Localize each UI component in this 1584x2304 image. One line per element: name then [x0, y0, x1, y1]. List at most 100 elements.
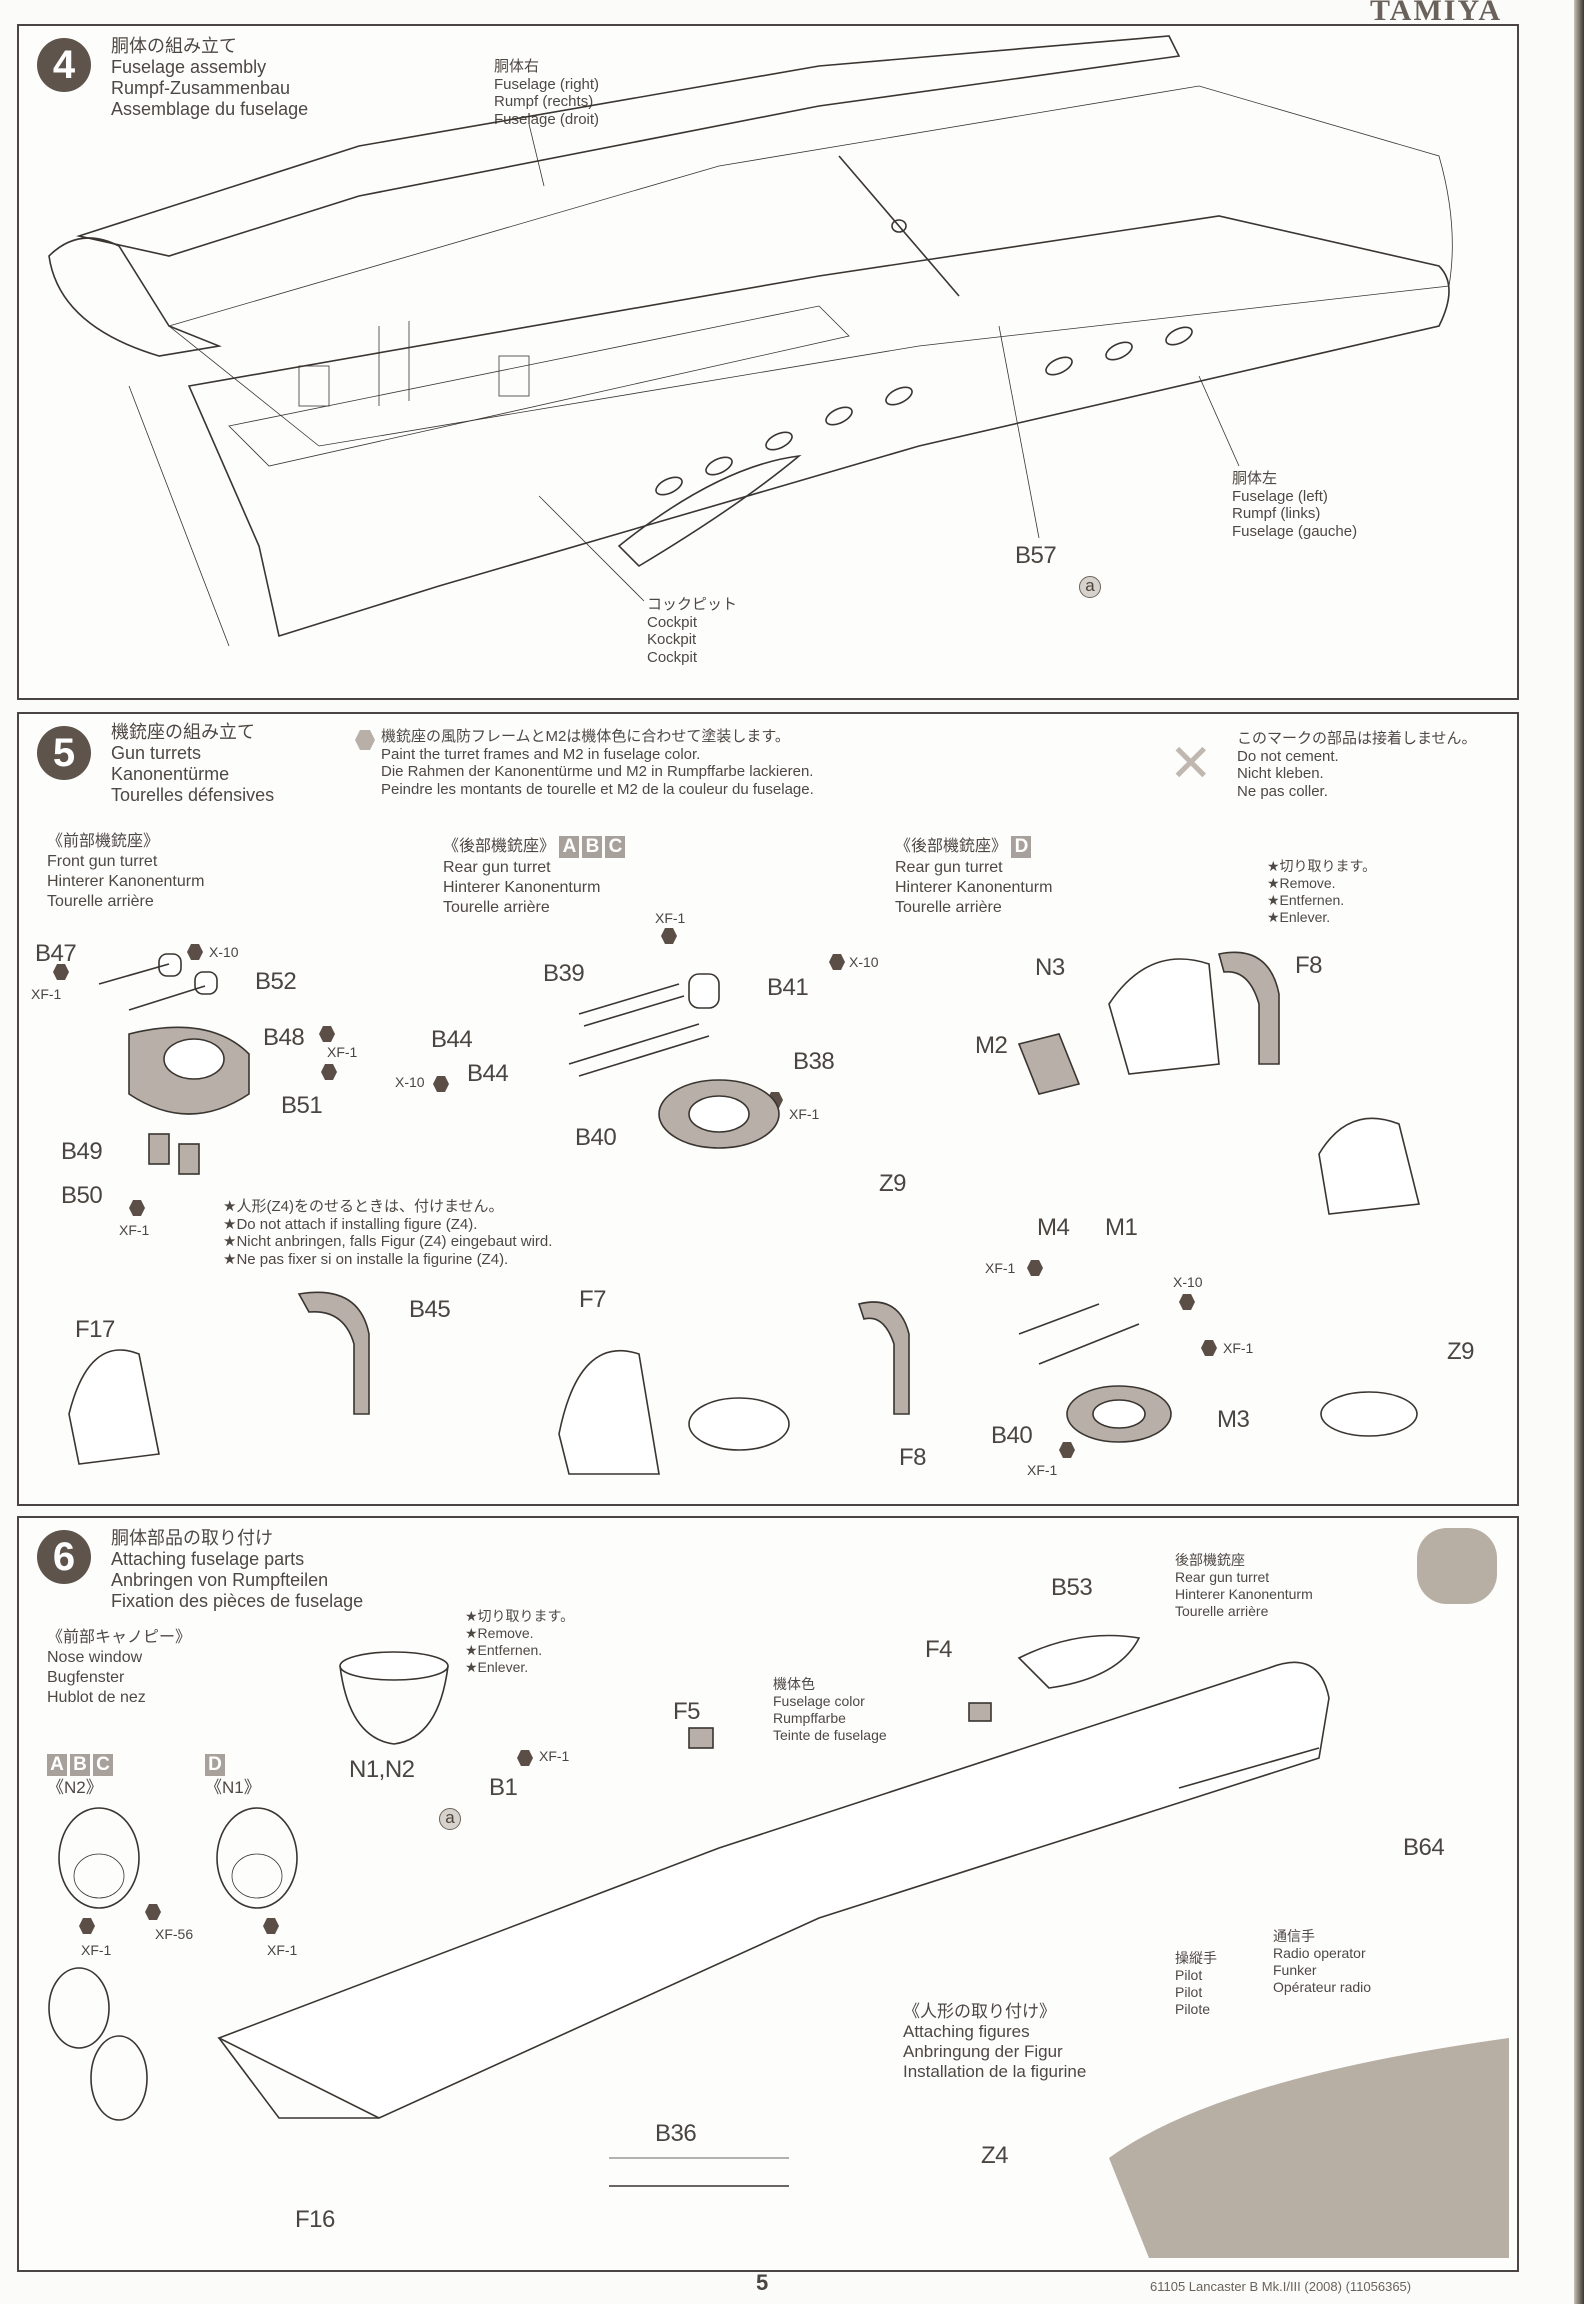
part-m4: M4	[1037, 1214, 1070, 1241]
window	[825, 406, 853, 426]
part-f16: F16	[295, 2206, 335, 2233]
part-b64: B64	[1403, 1834, 1445, 1861]
cockpit-photo	[1109, 2038, 1509, 2258]
leader	[528, 123, 545, 187]
paint-chip	[129, 1200, 145, 1216]
remove-note: ★切り取ります。★Remove.★Entfernen.★Enlever.	[465, 1608, 575, 1675]
gun-mount	[158, 953, 182, 977]
part-f8-b: F8	[899, 1444, 927, 1471]
nose-cone	[90, 2035, 148, 2121]
canopy-n3	[1108, 958, 1220, 1075]
brand-logo: TAMIYA	[1370, 0, 1503, 22]
paint-chip	[1179, 1294, 1195, 1310]
gun-barrel	[128, 985, 206, 1011]
turret-assembled	[1318, 1117, 1420, 1215]
page-edge	[1574, 0, 1584, 2304]
part-b36: B36	[655, 2120, 697, 2147]
paint-code: XF-1	[789, 1106, 820, 1122]
turret-base	[1320, 1391, 1418, 1437]
nose-window-rim	[339, 1651, 449, 1681]
part-b45: B45	[409, 1296, 451, 1323]
fuselage-body	[217, 1661, 1330, 2119]
paint-chip	[319, 1026, 335, 1042]
paint-note: 機銃座の風防フレームとM2は機体色に合わせて塗装します。Paint the tu…	[381, 728, 814, 798]
paint-chip	[145, 1904, 161, 1920]
astrodome-b53	[1017, 1634, 1141, 1689]
wing-slot	[617, 454, 802, 568]
part-m1: M1	[1105, 1214, 1138, 1241]
cockpit-floor	[228, 305, 850, 467]
paint-code: XF-1	[31, 986, 62, 1002]
rear-turret-photo	[1417, 1528, 1497, 1604]
step-number: 4	[37, 38, 91, 92]
paint-brush-icon	[355, 730, 375, 750]
paint-code: XF-1	[119, 1222, 150, 1238]
fuselage-right-top-rim	[75, 35, 1181, 257]
part-b50: B50	[61, 1182, 103, 1209]
figure-note: ★人形(Z4)をのせるときは、付けません。★Do not attach if i…	[223, 1198, 553, 1268]
part-b44: B44	[431, 1026, 473, 1053]
turret-f7	[558, 1349, 660, 1475]
gun-barrel	[578, 1035, 710, 1077]
frame-f8-b	[857, 1301, 910, 1415]
part-m2-shape	[1017, 1033, 1081, 1095]
part-b52: B52	[255, 968, 297, 995]
fuselage-right-wall	[168, 85, 1453, 447]
paint-code: XF-1	[267, 1942, 298, 1958]
part-b39: B39	[543, 960, 585, 987]
paint-code: XF-1	[985, 1260, 1016, 1276]
paint-chip	[53, 964, 69, 980]
antenna-b64	[1178, 1747, 1320, 1789]
leader	[538, 495, 645, 602]
part-f4: F4	[925, 1636, 953, 1663]
paint-chip	[187, 944, 203, 960]
fuselage-halves-drawing	[48, 35, 1453, 647]
seat	[498, 355, 530, 397]
paint-code: XF-56	[155, 1926, 194, 1942]
paint-chip	[263, 1918, 279, 1934]
paint-code: XF-1	[327, 1044, 358, 1060]
paint-chip	[661, 928, 677, 944]
step-number: 5	[37, 726, 91, 780]
strut	[838, 155, 960, 297]
fuselage-left-wall	[187, 215, 1450, 638]
paint-code: X-10	[395, 1074, 425, 1090]
window	[705, 456, 733, 476]
nose-window-bowl	[339, 1665, 449, 1745]
part-m3: M3	[1217, 1406, 1250, 1433]
paint-chip	[517, 1750, 533, 1766]
paint-code: XF-1	[1027, 1462, 1058, 1478]
gun-mount	[688, 973, 720, 1009]
fuselage-nose-section	[218, 2037, 379, 2119]
gun-barrel	[583, 995, 685, 1027]
part-b40-d: B40	[991, 1422, 1033, 1449]
part-b50-shape	[178, 1143, 200, 1175]
no-cement-note: このマークの部品は接着しません。Do not cement.Nicht kleb…	[1237, 730, 1477, 800]
part-b48: B48	[263, 1024, 305, 1051]
fuselage-right-nose	[48, 237, 222, 357]
part-z4: Z4	[981, 2142, 1009, 2169]
turret-f17	[68, 1349, 160, 1465]
leader	[998, 325, 1040, 539]
remove-note: ★切り取ります。★Remove.★Entfernen.★Enlever.	[1267, 858, 1377, 925]
part-b44: B44	[467, 1060, 509, 1087]
ring-hole	[1092, 1399, 1146, 1429]
part-b47: B47	[35, 940, 77, 967]
nose-cone	[48, 1967, 110, 2049]
paint-chip	[321, 1064, 337, 1080]
fuselage-parts-drawing	[48, 1528, 1509, 2258]
paint-chip	[79, 1918, 95, 1934]
part-b1: B1	[489, 1774, 518, 1801]
gun-barrel	[98, 963, 170, 985]
